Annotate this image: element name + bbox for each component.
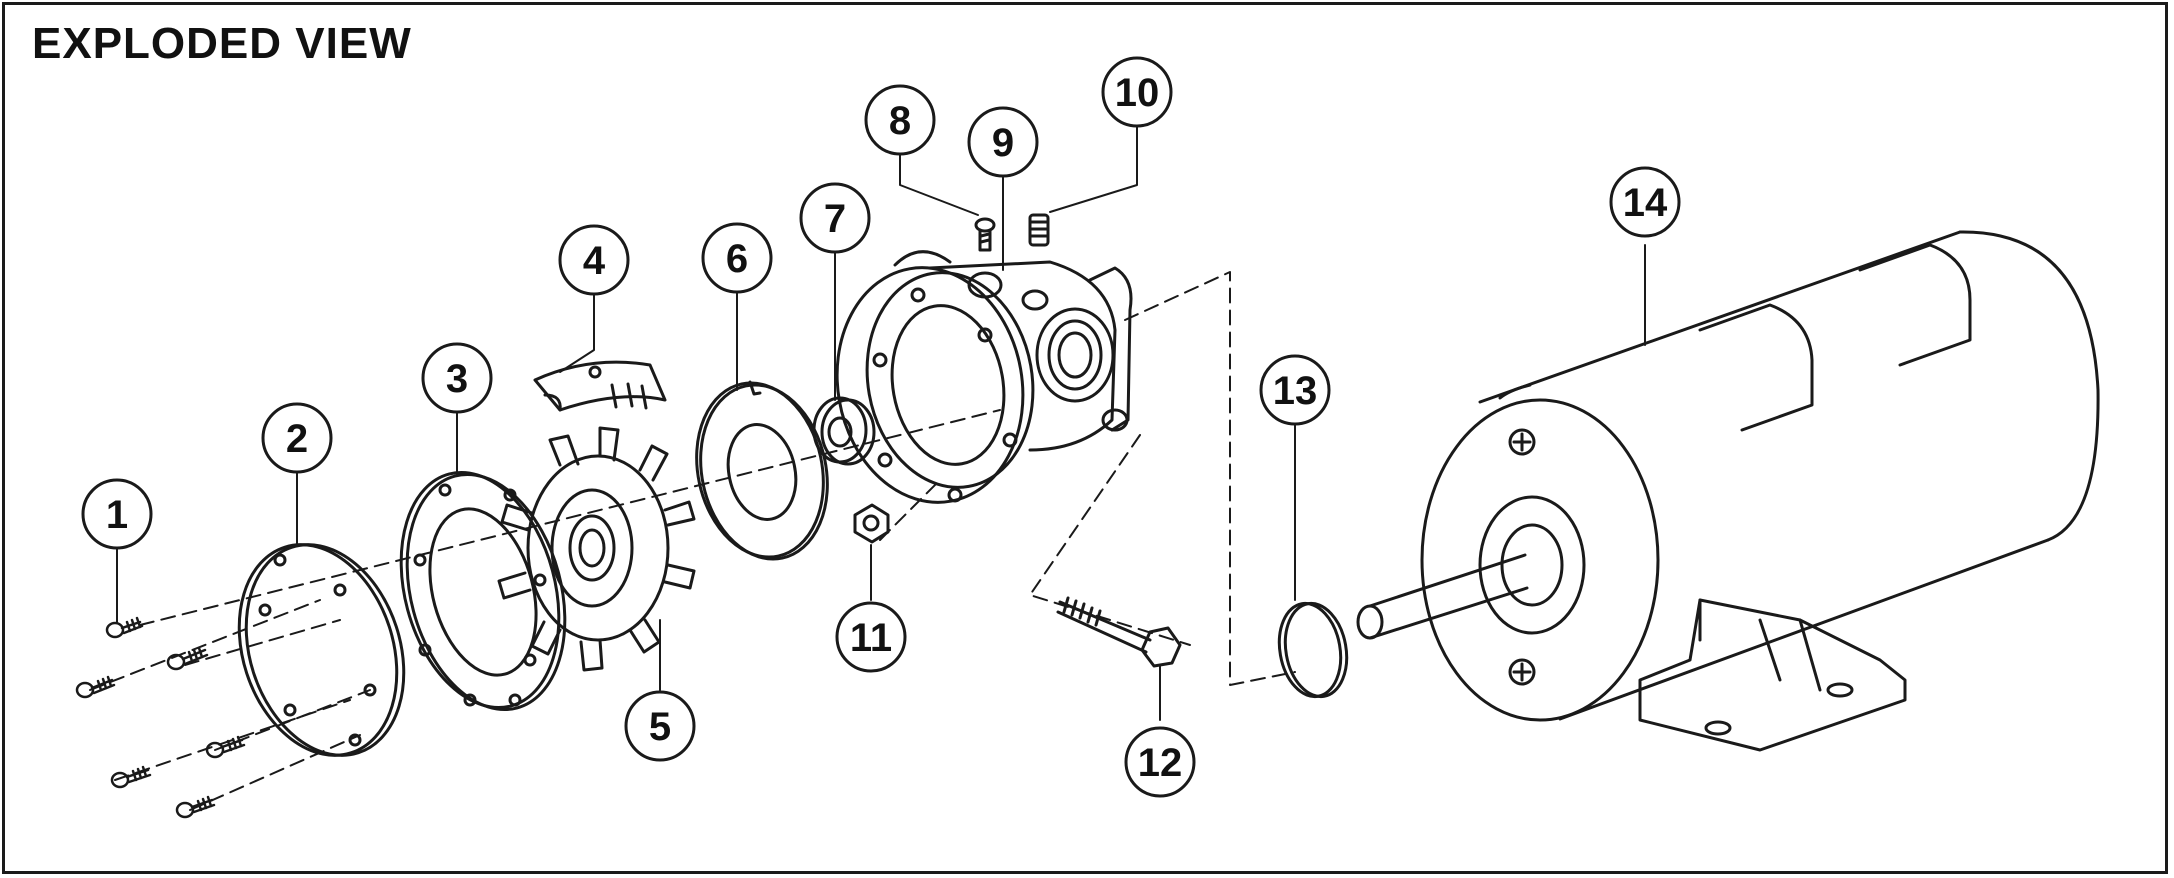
svg-text:4: 4	[583, 239, 606, 283]
callout-13: 13	[1259, 354, 1331, 426]
svg-text:6: 6	[726, 237, 748, 281]
screw-3	[166, 646, 209, 671]
part-wear-plate	[695, 380, 829, 561]
screw-1	[105, 616, 144, 639]
callout-bubbles: 1 2 3 4 5 6 7 8 9 10 11 12 13 14	[81, 56, 1681, 798]
callout-7: 7	[799, 182, 871, 254]
part-seal	[812, 396, 876, 466]
part-pump-body	[835, 250, 1133, 504]
callout-4: 4	[558, 224, 630, 296]
callout-14: 14	[1609, 166, 1681, 238]
svg-text:2: 2	[286, 417, 308, 461]
callout-8: 8	[864, 84, 936, 156]
svg-text:1: 1	[106, 493, 128, 537]
screw-2	[75, 675, 116, 699]
part-screws	[75, 616, 246, 819]
callout-1: 1	[81, 478, 153, 550]
part-bolt	[1056, 596, 1182, 668]
callout-6: 6	[701, 222, 773, 294]
callout-12: 12	[1124, 726, 1196, 798]
svg-text:11: 11	[850, 616, 892, 660]
callout-11: 11	[835, 601, 907, 673]
svg-text:3: 3	[446, 357, 468, 401]
callout-5: 5	[624, 690, 696, 762]
part-plug	[1028, 213, 1050, 247]
screw-4	[110, 765, 152, 789]
svg-text:8: 8	[889, 99, 911, 143]
svg-text:10: 10	[1115, 71, 1160, 115]
callout-10: 10	[1101, 56, 1173, 128]
svg-text:13: 13	[1273, 369, 1318, 413]
svg-text:12: 12	[1138, 741, 1183, 785]
diagram-title: EXPLODED VIEW	[32, 19, 412, 68]
part-motor	[1356, 230, 2100, 752]
part-set-screw	[974, 217, 996, 252]
part-gasket	[399, 470, 567, 712]
callout-3: 3	[421, 342, 493, 414]
part-cover-plate	[237, 543, 406, 757]
svg-text:5: 5	[649, 705, 671, 749]
svg-text:14: 14	[1623, 181, 1668, 225]
part-cam	[533, 360, 667, 412]
screw-6	[175, 795, 216, 819]
part-nut	[853, 503, 890, 544]
screw-5	[205, 735, 246, 759]
part-impeller	[497, 426, 696, 672]
callout-9: 9	[967, 106, 1039, 178]
svg-text:7: 7	[824, 197, 846, 241]
part-o-ring	[1277, 601, 1349, 699]
svg-text:9: 9	[992, 121, 1014, 165]
callout-2: 2	[261, 402, 333, 474]
